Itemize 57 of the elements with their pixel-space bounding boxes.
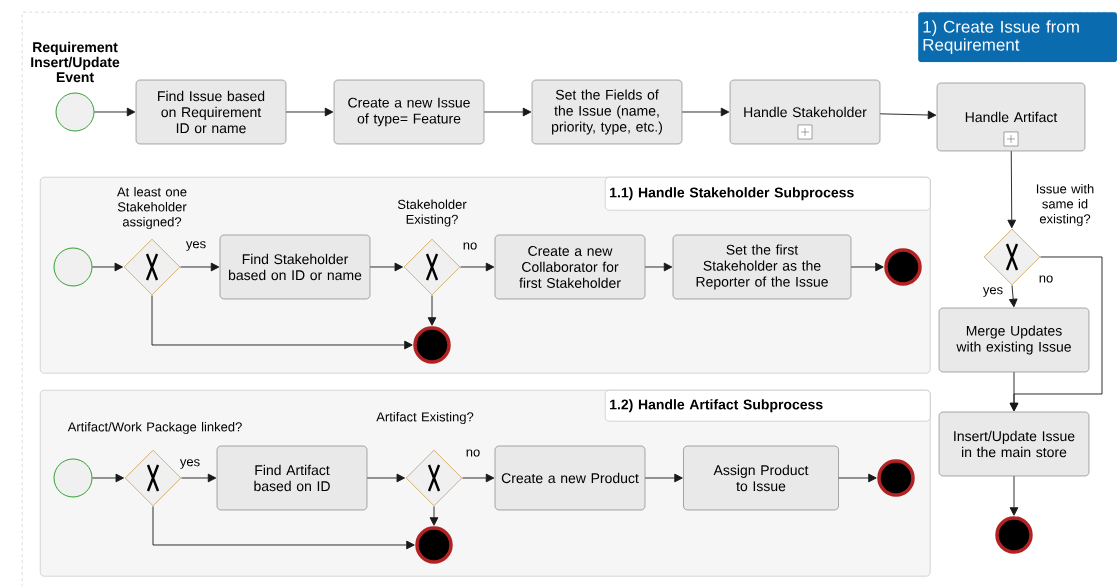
arrow	[93, 107, 136, 117]
arrow	[151, 295, 413, 350]
pool-title: 1) Create Issue from Requirement	[918, 12, 1117, 63]
task-box: Create a new Collaborator for first Stakeholder	[494, 234, 646, 300]
task-box: Handle Artifact	[936, 82, 1086, 152]
arrow	[429, 506, 439, 526]
arrow	[644, 262, 673, 272]
arrow	[181, 473, 217, 483]
arrow	[850, 262, 884, 272]
arrow	[427, 295, 437, 326]
event-label: Artifact/Work Package linked?	[67, 421, 242, 435]
arrow	[1008, 285, 1018, 308]
event-label: Requirement Insert/Update Event	[31, 41, 120, 83]
arrow	[366, 473, 405, 483]
end-event	[995, 516, 1033, 554]
task-box: Find Stakeholder based on ID or name	[219, 234, 371, 300]
edge-label: yes	[179, 459, 200, 469]
task-box: Set the first Stakeholder as the Reporter of the Issue	[672, 234, 852, 300]
arrow	[152, 506, 415, 550]
task-box: Handle Stakeholder	[729, 79, 881, 145]
arrow	[285, 107, 334, 117]
arrow	[1007, 150, 1017, 229]
edge-label: no	[463, 242, 477, 250]
task-box: Set the Fields of the Issue (name, priority, type, etc.)	[531, 79, 683, 145]
start-event	[53, 247, 93, 287]
arrow	[91, 473, 124, 483]
task-box: Create a new Issue of type= Feature	[333, 79, 485, 145]
end-event	[415, 526, 453, 564]
task-box: Insert/Update Issue in the main store	[938, 411, 1090, 477]
edge-label: yes	[982, 287, 1003, 297]
arrow	[644, 473, 683, 483]
panel-heading: 1.2) Handle Artifact Subprocess	[605, 390, 931, 422]
edge-label: no	[1039, 275, 1053, 283]
arrow	[838, 473, 877, 483]
arrow	[879, 110, 937, 120]
task-box: Create a new Product	[494, 445, 646, 511]
task-box: Find Artifact based on ID	[216, 445, 368, 511]
arrow	[483, 107, 532, 117]
event-label: At least one Stakeholder assigned?	[117, 186, 187, 230]
arrow	[91, 262, 123, 272]
arrow	[1009, 371, 1019, 412]
edge-label: no	[466, 449, 480, 457]
task-box: Assign Product to Issue	[683, 445, 839, 511]
arrow	[1009, 475, 1019, 516]
event-label: Artifact Existing?	[376, 411, 474, 425]
task-box: Merge Updates with existing Issue	[938, 307, 1090, 373]
event-label: Issue with same id existing?	[1036, 183, 1094, 227]
start-event	[53, 458, 93, 498]
event-label: Stakeholder Existing?	[397, 199, 467, 227]
task-box: Find Issue based on Requirement ID or name	[135, 79, 287, 145]
panel-heading: 1.1) Handle Stakeholder Subprocess	[605, 177, 931, 211]
arrow	[180, 262, 220, 272]
arrow	[460, 262, 495, 272]
edge-label: yes	[185, 241, 206, 251]
arrow	[462, 473, 495, 483]
arrow	[681, 107, 730, 117]
arrow	[369, 262, 403, 272]
